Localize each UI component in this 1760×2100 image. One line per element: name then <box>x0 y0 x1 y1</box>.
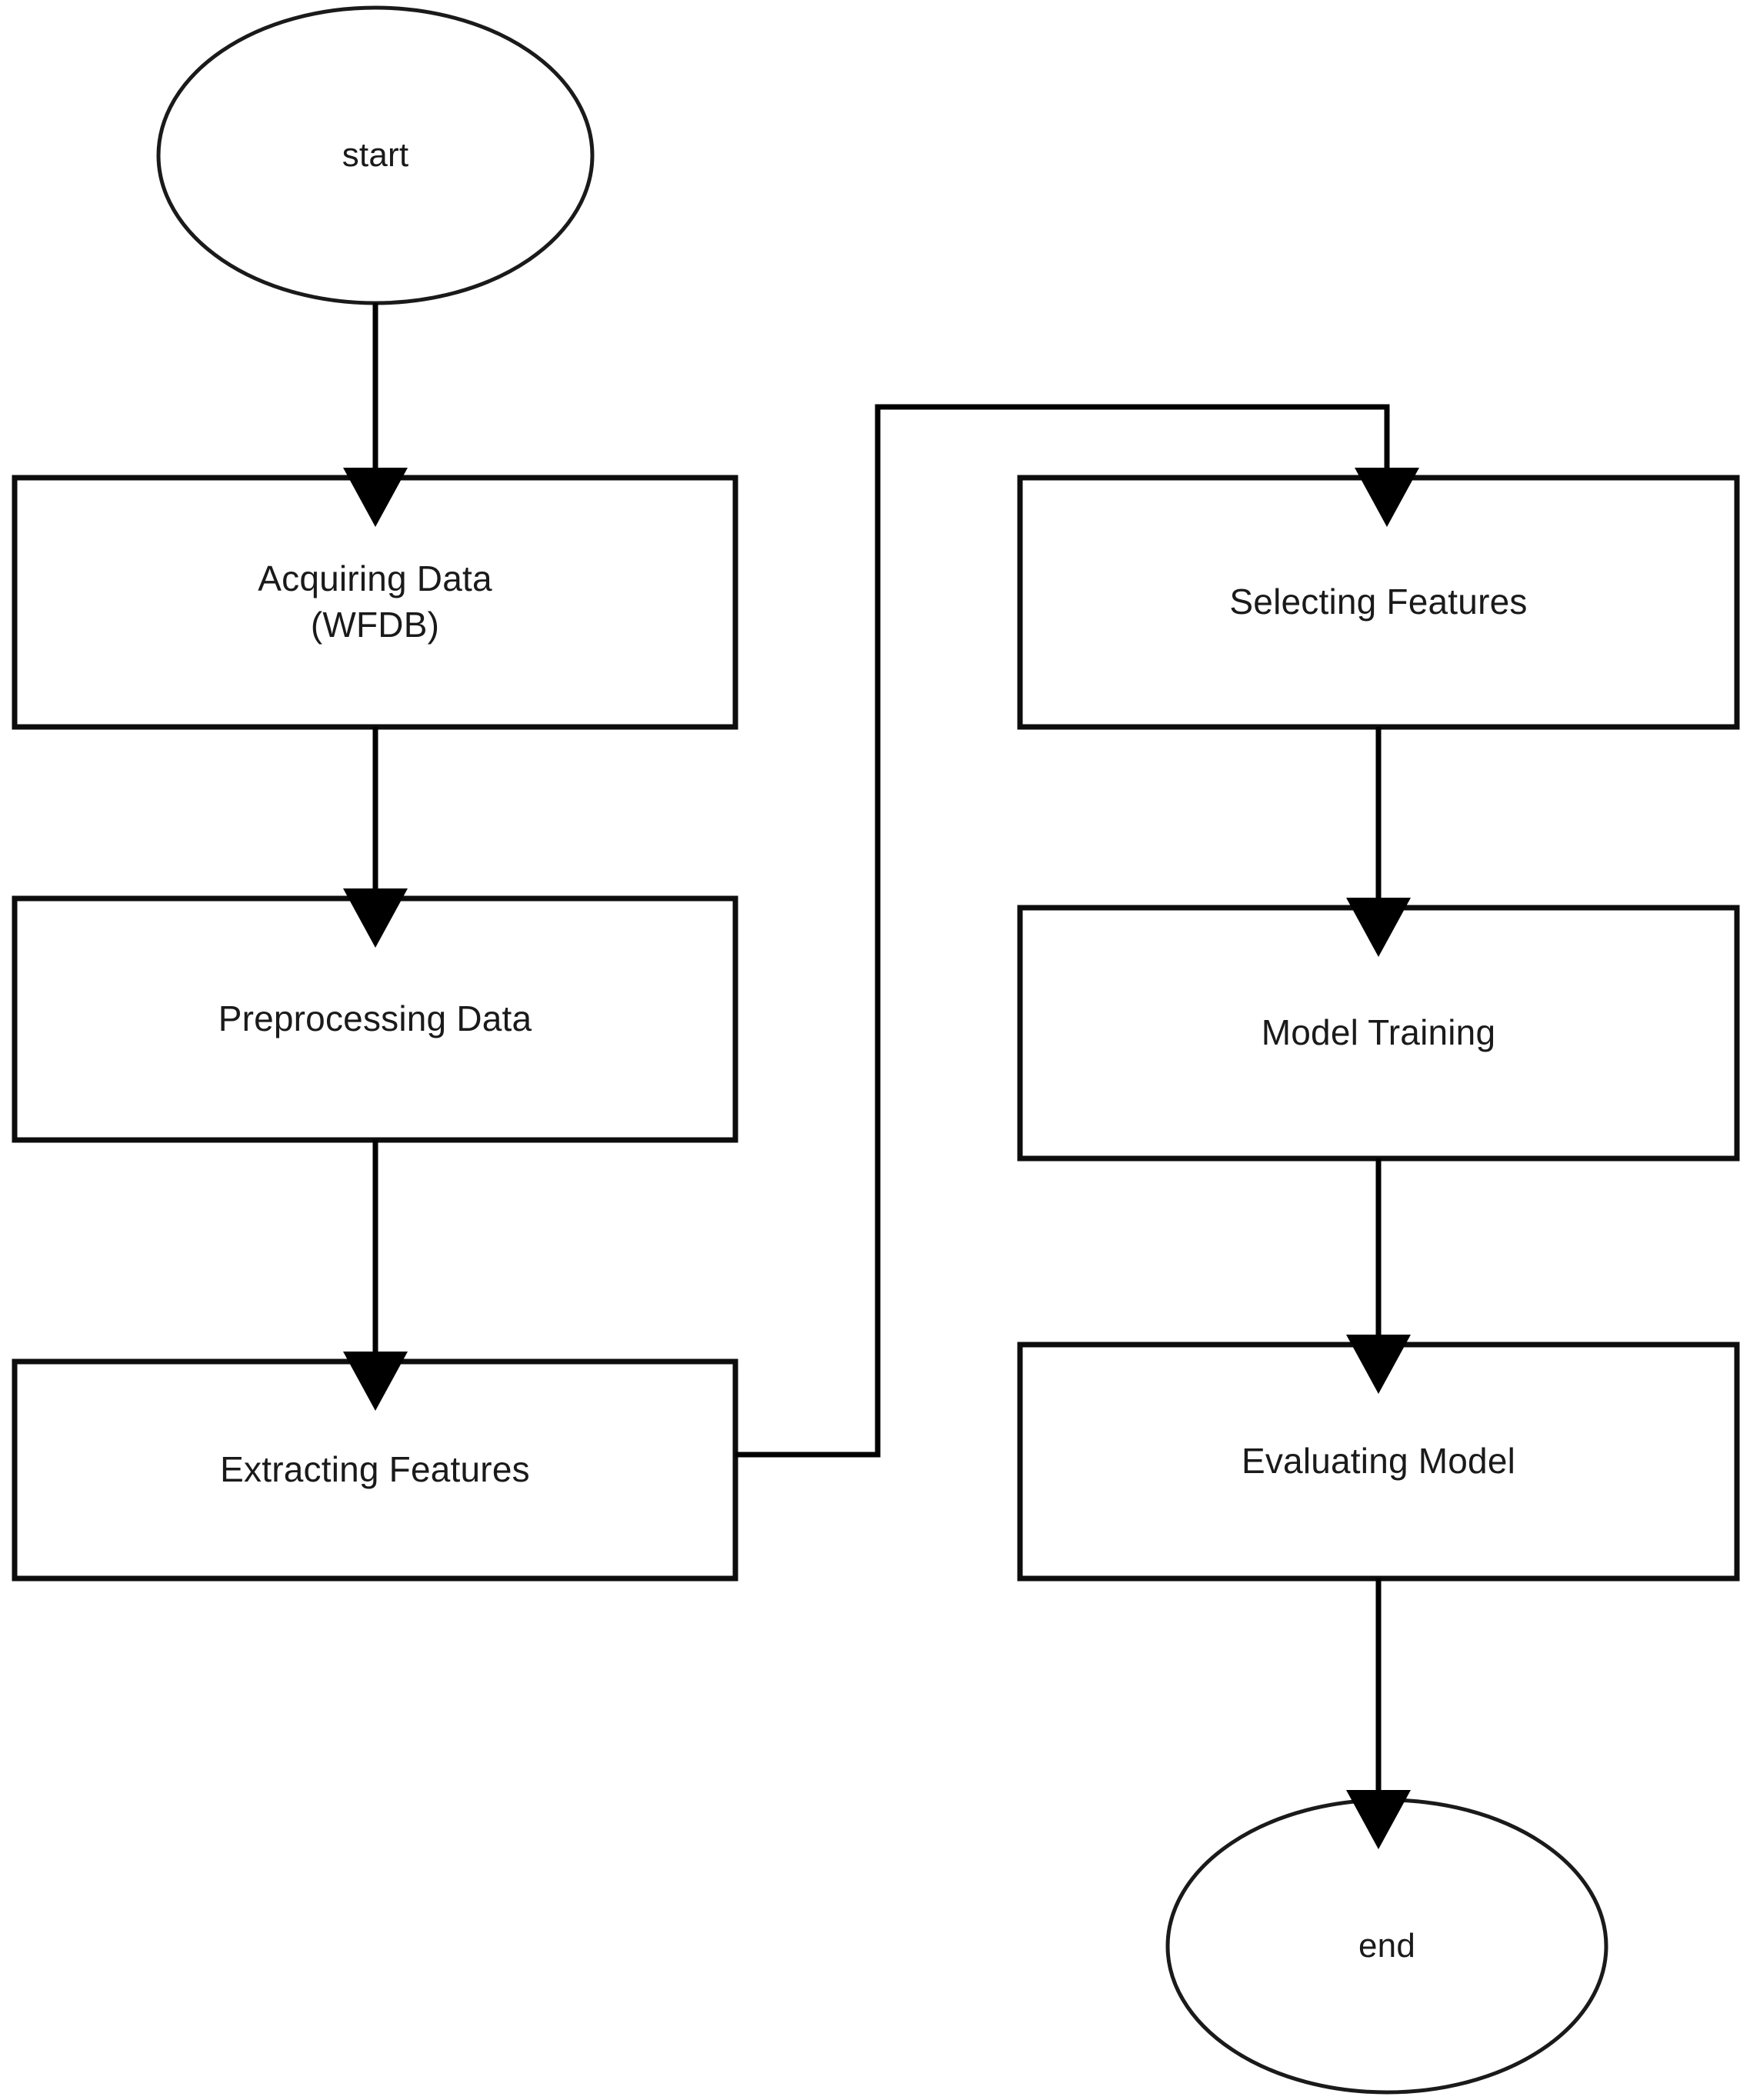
node-model-training-shape[interactable] <box>1017 905 1740 1162</box>
node-preprocessing-data-shape[interactable] <box>12 895 738 1143</box>
node-end-shape[interactable] <box>1165 1798 1608 2095</box>
node-evaluating-model-box[interactable] <box>1017 1342 1740 1582</box>
edge-extracting-features-to-selecting-features <box>735 404 1419 1458</box>
node-extracting-features-shape[interactable] <box>12 1358 738 1582</box>
node-selecting-features-shape[interactable] <box>1017 475 1740 730</box>
node-acquiring-data-shape[interactable] <box>12 475 738 730</box>
node-start-shape[interactable] <box>156 5 595 305</box>
